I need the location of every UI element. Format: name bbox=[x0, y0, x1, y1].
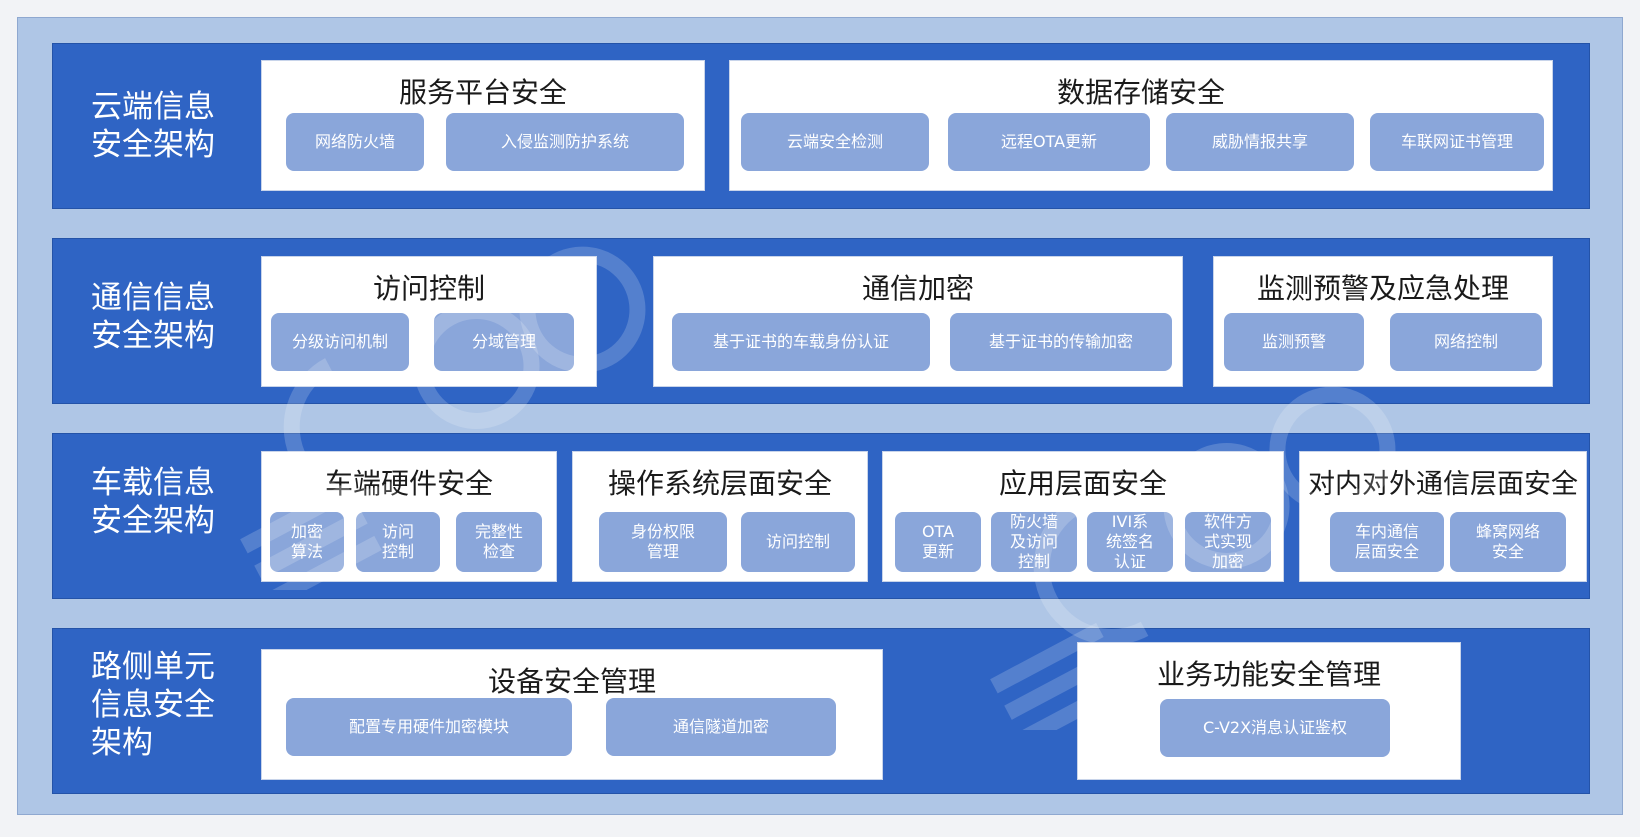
band-communication-security: 通信信息 安全架构 访问控制 分级访问机制 分域管理 通信加密 基于证书的车载身… bbox=[52, 238, 1590, 404]
panel-title: 对内对外通信层面安全 bbox=[1308, 469, 1578, 500]
panel-business-function-security: 业务功能安全管理 C-V2X消息认证鉴权 bbox=[1077, 642, 1461, 780]
band-title: 云端信息 安全架构 bbox=[91, 89, 215, 163]
band-title: 路侧单元 信息安全 架构 bbox=[91, 649, 215, 761]
band-roadside-unit-security: 路侧单元 信息安全 架构 设备安全管理 配置专用硬件加密模块 通信隧道加密 业务… bbox=[52, 628, 1590, 794]
chip-in-vehicle-communication: 车内通信 层面安全 bbox=[1330, 512, 1444, 572]
panel-title: 数据存储安全 bbox=[1056, 76, 1225, 109]
panel-application-security: 应用层面安全 OTA 更新 防火墙 及访问 控制 IVI系 统签名 认证 软件方… bbox=[882, 451, 1284, 582]
panel-monitoring-emergency: 监测预警及应急处理 监测预警 网络控制 bbox=[1213, 256, 1553, 387]
panel-service-platform-security: 服务平台安全 网络防火墙 入侵监测防护系统 bbox=[261, 60, 705, 191]
panel-title: 应用层面安全 bbox=[998, 467, 1167, 500]
chip-ivi-signature-auth: IVI系 统签名 认证 bbox=[1087, 512, 1173, 572]
band-title: 通信信息 安全架构 bbox=[91, 280, 215, 354]
chip-monitoring-warning: 监测预警 bbox=[1224, 313, 1364, 371]
panel-title: 设备安全管理 bbox=[487, 665, 656, 698]
panel-title: 业务功能安全管理 bbox=[1156, 658, 1381, 691]
panel-communication-encryption: 通信加密 基于证书的车载身份认证 基于证书的传输加密 bbox=[653, 256, 1183, 387]
chip-domain-management: 分域管理 bbox=[434, 313, 574, 371]
panel-internal-external-communication: 对内对外通信层面安全 车内通信 层面安全 蜂窝网络 安全 bbox=[1299, 451, 1587, 582]
panel-device-security-management: 设备安全管理 配置专用硬件加密模块 通信隧道加密 bbox=[261, 649, 883, 780]
chip-os-access-control: 访问控制 bbox=[741, 512, 855, 572]
chip-software-encryption: 软件方 式实现 加密 bbox=[1185, 512, 1271, 572]
chip-firewall-access-control: 防火墙 及访问 控制 bbox=[991, 512, 1077, 572]
band-title: 车载信息 安全架构 bbox=[91, 465, 215, 539]
panel-access-control: 访问控制 分级访问机制 分域管理 bbox=[261, 256, 597, 387]
chip-dedicated-hardware-encryption: 配置专用硬件加密模块 bbox=[286, 698, 572, 756]
chip-identity-permission: 身份权限 管理 bbox=[599, 512, 727, 572]
panel-title: 车端硬件安全 bbox=[324, 467, 493, 500]
chip-remote-ota-update: 远程OTA更新 bbox=[948, 113, 1150, 171]
chip-cloud-security-detection: 云端安全检测 bbox=[741, 113, 929, 171]
chip-cv2x-message-auth: C-V2X消息认证鉴权 bbox=[1160, 699, 1390, 757]
chip-network-control: 网络控制 bbox=[1390, 313, 1542, 371]
chip-access-control: 访问 控制 bbox=[356, 512, 440, 572]
band-cloud-security: 云端信息 安全架构 服务平台安全 网络防火墙 入侵监测防护系统 数据存储安全 云… bbox=[52, 43, 1590, 209]
panel-data-storage-security: 数据存储安全 云端安全检测 远程OTA更新 威胁情报共享 车联网证书管理 bbox=[729, 60, 1553, 191]
panel-title: 操作系统层面安全 bbox=[607, 467, 832, 500]
chip-intrusion-detection: 入侵监测防护系统 bbox=[446, 113, 684, 171]
panel-os-security: 操作系统层面安全 身份权限 管理 访问控制 bbox=[572, 451, 868, 582]
chip-tunnel-encryption: 通信隧道加密 bbox=[606, 698, 836, 756]
band-vehicle-security: 车载信息 安全架构 车端硬件安全 加密 算法 访问 控制 完整性 检查 操作系统… bbox=[52, 433, 1590, 599]
panel-title: 监测预警及应急处理 bbox=[1256, 272, 1509, 305]
chip-ota-update: OTA 更新 bbox=[895, 512, 981, 572]
chip-encryption-algorithm: 加密 算法 bbox=[270, 512, 344, 572]
chip-integrity-check: 完整性 检查 bbox=[456, 512, 542, 572]
chip-threat-intel-sharing: 威胁情报共享 bbox=[1166, 113, 1354, 171]
panel-title: 服务平台安全 bbox=[398, 76, 567, 109]
chip-tiered-access: 分级访问机制 bbox=[271, 313, 409, 371]
panel-title: 访问控制 bbox=[372, 272, 485, 305]
panel-title: 通信加密 bbox=[861, 272, 974, 305]
chip-cellular-network-security: 蜂窝网络 安全 bbox=[1450, 512, 1566, 572]
chip-firewall: 网络防火墙 bbox=[286, 113, 424, 171]
panel-vehicle-hardware-security: 车端硬件安全 加密 算法 访问 控制 完整性 检查 bbox=[261, 451, 557, 582]
chip-cert-vehicle-auth: 基于证书的车载身份认证 bbox=[672, 313, 930, 371]
chip-v2x-certificate-management: 车联网证书管理 bbox=[1370, 113, 1544, 171]
chip-cert-transport-encryption: 基于证书的传输加密 bbox=[950, 313, 1172, 371]
